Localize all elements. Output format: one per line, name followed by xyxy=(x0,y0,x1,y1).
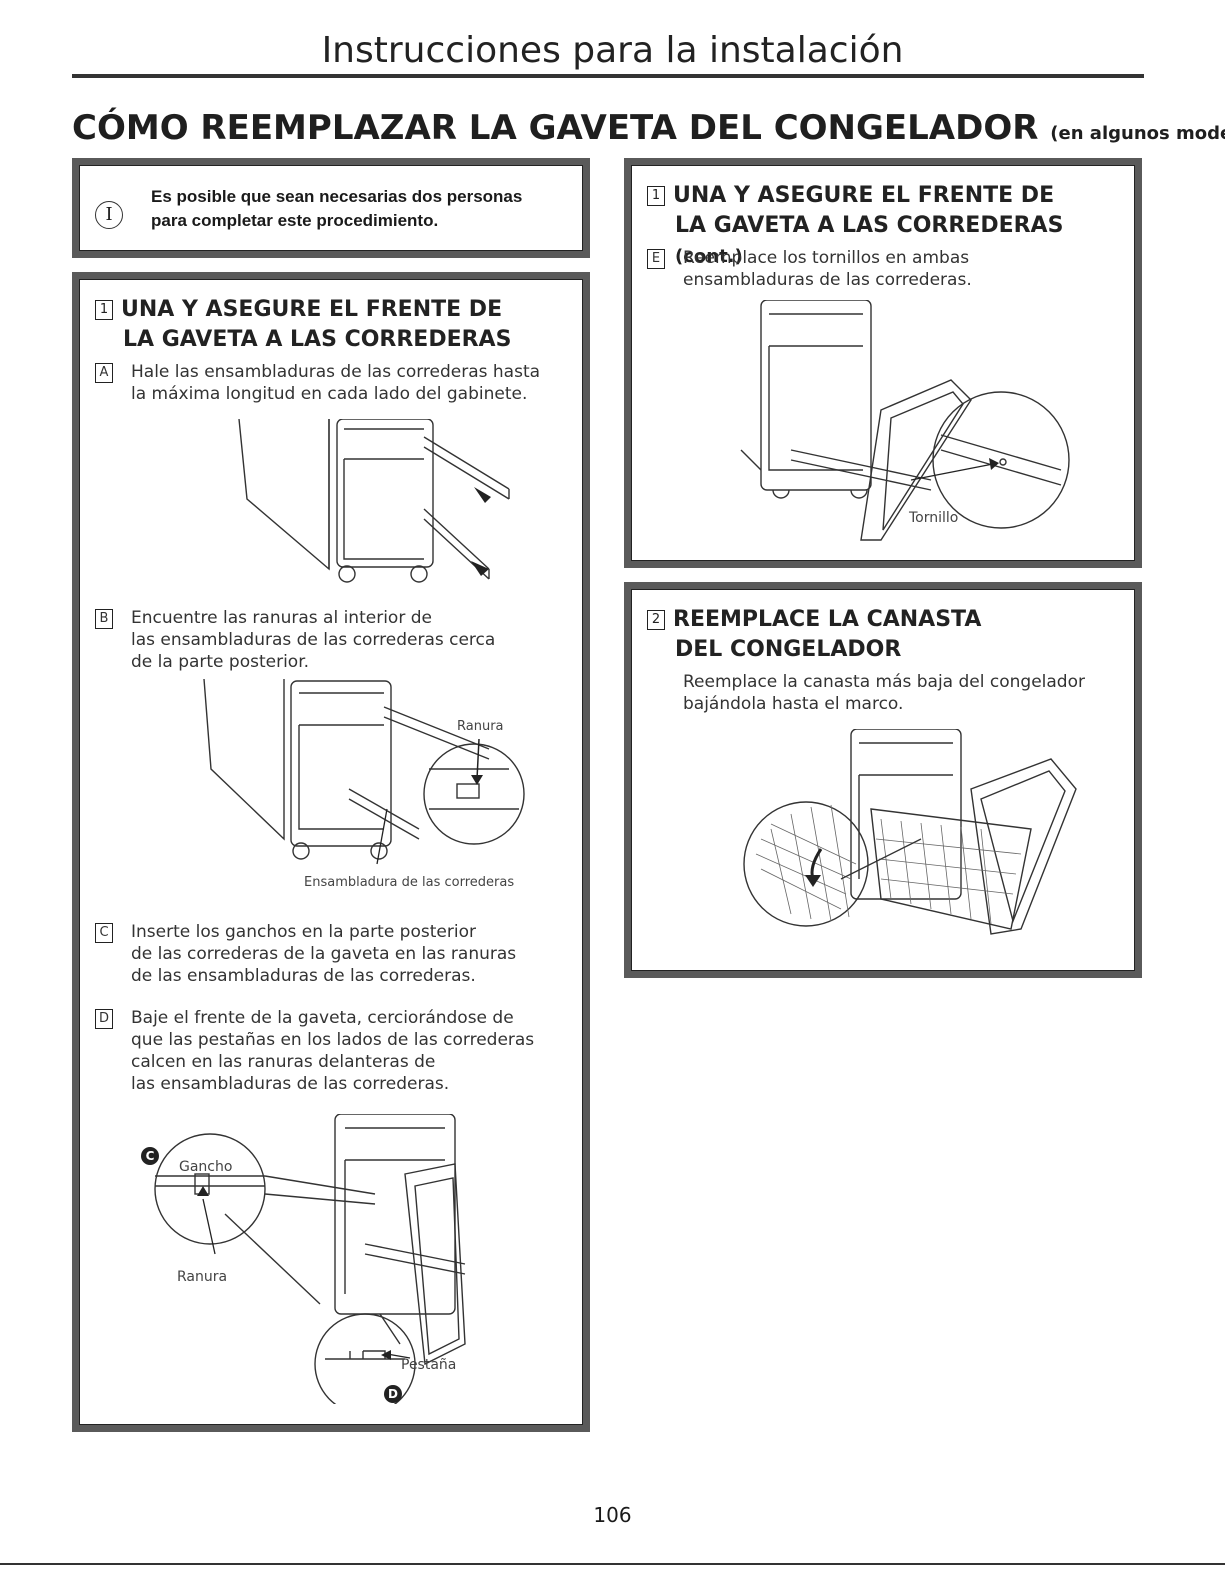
section-title-note: (en algunos modelos) xyxy=(1050,123,1225,144)
section-title: CÓMO REEMPLAZAR LA GAVETA DEL CONGELADOR… xyxy=(72,108,1225,148)
note-panel: I Es posible que sean necesarias dos per… xyxy=(72,158,590,258)
illustration-basket xyxy=(743,729,1077,935)
sub-e-line2: ensambladuras de las correderas. xyxy=(683,270,972,290)
step2-line2: bajándola hasta el marco. xyxy=(683,694,904,714)
sub-c-line3: de las ensambladuras de las correderas. xyxy=(131,966,476,986)
sub-c-line2: de las correderas de la gaveta en las ra… xyxy=(131,944,517,964)
sub-d-line3: calcen en las ranuras delanteras de xyxy=(131,1052,436,1072)
sub-c-letter: C xyxy=(95,923,113,943)
step1-cont-title-cont: (cont.) xyxy=(675,246,743,267)
sub-d-line1: Baje el frente de la gaveta, cerciorándo… xyxy=(131,1008,514,1028)
title-rule xyxy=(72,74,1144,78)
step1-cont-title-line1: UNA Y ASEGURE EL FRENTE DE xyxy=(673,183,1055,208)
page-number: 106 xyxy=(593,1503,632,1527)
label-ranura: Ranura xyxy=(457,719,504,734)
step2-number: 2 xyxy=(647,610,665,630)
note-text-line1: Es posible que sean necesarias dos perso… xyxy=(151,187,523,206)
sub-b-line3: de la parte posterior. xyxy=(131,652,310,672)
illustration-slot xyxy=(203,679,525,865)
note-text-line2: para completar este procedimiento. xyxy=(151,211,439,230)
label-gancho: Gancho xyxy=(179,1159,233,1175)
sub-a-letter: A xyxy=(95,363,113,383)
step1-panel: 1 UNA Y ASEGURE EL FRENTE DE LA GAVETA A … xyxy=(72,272,590,1432)
sub-c-line1: Inserte los ganchos en la parte posterio… xyxy=(131,922,476,942)
step1-title-line1: UNA Y ASEGURE EL FRENTE DE xyxy=(121,297,503,322)
illustration-hook-tab xyxy=(154,1114,466,1404)
sub-b-line2: las ensambladuras de las correderas cerc… xyxy=(131,630,496,650)
step1-number: 1 xyxy=(95,300,113,320)
sub-e-line1: Reemplace los tornillos en ambas xyxy=(683,248,970,268)
illustration-screw xyxy=(740,300,1070,541)
step1-heading: 1 UNA Y ASEGURE EL FRENTE DE LA GAVETA A … xyxy=(95,295,511,355)
step1-cont-panel: 1 UNA Y ASEGURE EL FRENTE DE LA GAVETA A … xyxy=(624,158,1142,568)
sub-a-line1: Hale las ensambladuras de las correderas… xyxy=(131,362,541,382)
callout-c: C xyxy=(141,1147,159,1165)
section-title-text: CÓMO REEMPLAZAR LA GAVETA DEL CONGELADOR xyxy=(72,108,1039,148)
step1-title-line2: LA GAVETA A LAS CORREDERAS xyxy=(123,327,512,352)
label-pestana: Pestaña xyxy=(401,1357,457,1373)
info-icon: I xyxy=(95,201,123,229)
page-title: Instrucciones para la instalación xyxy=(321,30,904,71)
sub-a-line2: la máxima longitud en cada lado del gabi… xyxy=(131,384,528,404)
step2-title-line2: DEL CONGELADOR xyxy=(675,637,902,662)
bottom-rule xyxy=(0,1563,1225,1565)
step1-cont-title-line2: LA GAVETA A LAS CORREDERAS xyxy=(675,213,1064,238)
label-ensambladura: Ensambladura de las correderas xyxy=(304,875,515,890)
step2-panel: 2 REEMPLACE LA CANASTA DEL CONGELADOR Ree… xyxy=(624,582,1142,978)
step1-cont-number: 1 xyxy=(647,186,665,206)
step2-heading: 2 REEMPLACE LA CANASTA DEL CONGELADOR xyxy=(647,605,981,665)
label-tornillo: Tornillo xyxy=(909,510,959,526)
illustration-slide-pull xyxy=(238,419,510,583)
sub-d-line4: las ensambladuras de las correderas. xyxy=(131,1074,450,1094)
step1-cont-heading: 1 UNA Y ASEGURE EL FRENTE DE LA GAVETA A … xyxy=(647,181,1135,272)
sub-d-letter: D xyxy=(95,1009,113,1029)
sub-d-line2: que las pestañas en los lados de las cor… xyxy=(131,1030,535,1050)
step2-title-line1: REEMPLACE LA CANASTA xyxy=(673,607,982,632)
sub-b-letter: B xyxy=(95,609,113,629)
step2-line1: Reemplace la canasta más baja del congel… xyxy=(683,672,1085,692)
callout-d: D xyxy=(384,1385,402,1403)
sub-e-letter: E xyxy=(647,249,665,269)
sub-b-line1: Encuentre las ranuras al interior de xyxy=(131,608,432,628)
label-ranura-2: Ranura xyxy=(177,1269,228,1285)
